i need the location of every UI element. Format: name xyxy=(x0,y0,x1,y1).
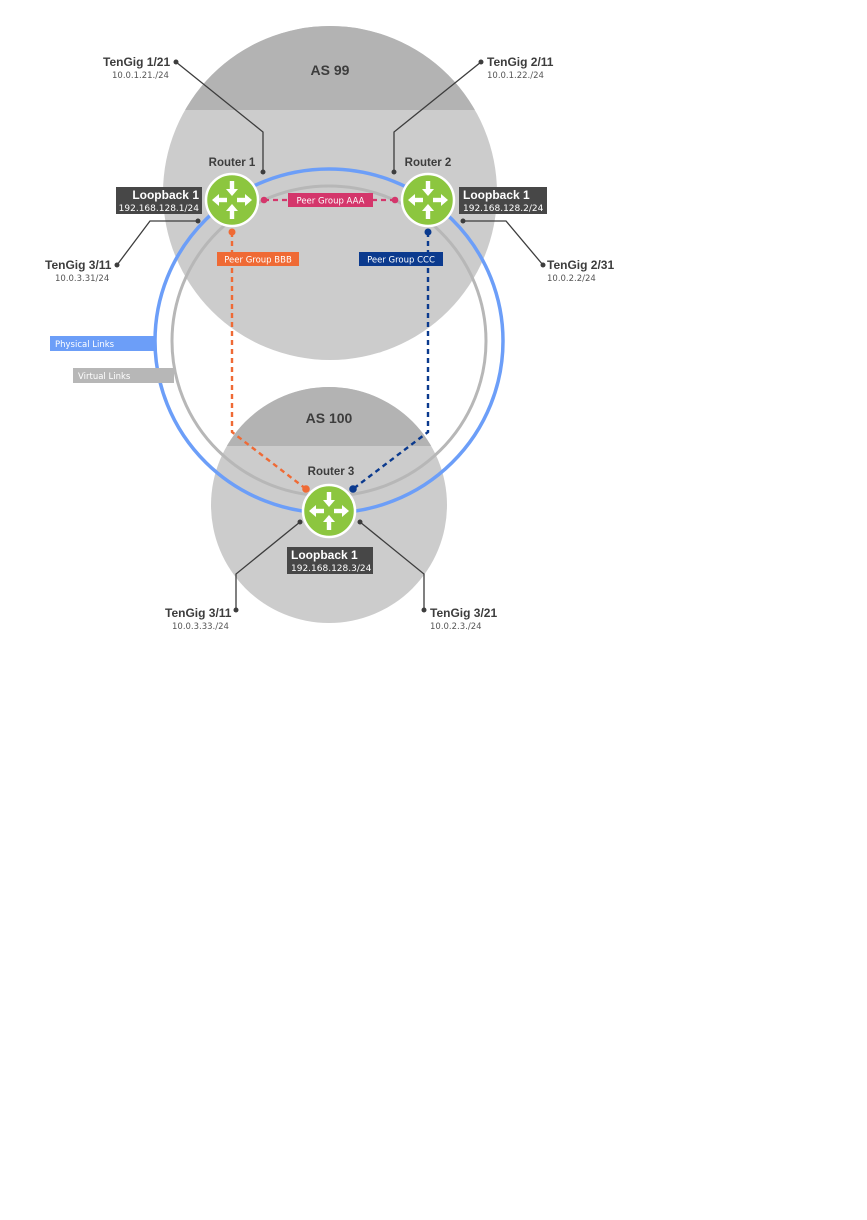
loopback-title: Loopback 1 xyxy=(132,188,199,202)
loopback-ip: 192.168.128.1/24 xyxy=(119,204,200,214)
loopback-ip: 192.168.128.2/24 xyxy=(463,204,544,214)
loopback-r2: Loopback 1 192.168.128.2/24 xyxy=(459,187,547,214)
legend-physical-label: Physical Links xyxy=(55,340,115,350)
interface-r2-side: TenGig 2/31 10.0.2.2/24 xyxy=(547,258,614,284)
legend-virtual-links: Virtual Links xyxy=(73,368,174,383)
loopback-title: Loopback 1 xyxy=(291,548,358,562)
interface-ip: 10.0.3.31/24 xyxy=(55,274,109,284)
peer-group-aaa-tag: Peer Group AAA xyxy=(288,193,373,207)
legend-physical-links: Physical Links xyxy=(50,336,154,351)
interface-r1-top: TenGig 1/21 10.0.1.21./24 xyxy=(103,55,170,81)
interface-name: TenGig 3/21 xyxy=(430,606,497,620)
interface-ip: 10.0.1.21./24 xyxy=(112,71,169,81)
router-2[interactable] xyxy=(400,172,456,228)
loopback-ip: 192.168.128.3/24 xyxy=(291,564,372,574)
peer-group-bbb-label: Peer Group BBB xyxy=(224,256,292,266)
peer-group-ccc-label: Peer Group CCC xyxy=(367,256,435,266)
router-3[interactable] xyxy=(301,483,357,539)
router-icon xyxy=(400,172,456,228)
interface-ip: 10.0.1.22./24 xyxy=(487,71,544,81)
interface-ip: 10.0.3.33./24 xyxy=(172,622,229,632)
peer-group-ccc-link xyxy=(349,228,432,493)
router-1[interactable] xyxy=(204,172,260,228)
interface-name: TenGig 2/31 xyxy=(547,258,614,272)
router-2-label: Router 2 xyxy=(405,157,452,169)
interface-ip: 10.0.2.2/24 xyxy=(547,274,596,284)
interface-leader-lines xyxy=(114,59,546,613)
as99-label: AS 99 xyxy=(311,62,350,78)
interface-r2-top: TenGig 2/11 10.0.1.22./24 xyxy=(487,55,554,81)
router-1-label: Router 1 xyxy=(209,157,256,169)
router-3-label: Router 3 xyxy=(308,466,355,478)
as100-label: AS 100 xyxy=(306,410,353,426)
interface-r1-side: TenGig 3/11 10.0.3.31/24 xyxy=(45,258,112,284)
interface-name: TenGig 1/21 xyxy=(103,55,170,69)
interface-name: TenGig 3/11 xyxy=(45,258,112,272)
interface-r3-left: TenGig 3/11 10.0.3.33./24 xyxy=(165,606,232,632)
loopback-r1: Loopback 1 192.168.128.1/24 xyxy=(116,187,202,214)
peer-group-ccc-tag: Peer Group CCC xyxy=(359,252,443,266)
loopback-r3: Loopback 1 192.168.128.3/24 xyxy=(287,547,373,574)
router-icon xyxy=(301,483,357,539)
interface-name: TenGig 3/11 xyxy=(165,606,232,620)
peer-group-aaa-label: Peer Group AAA xyxy=(297,197,365,207)
router-icon xyxy=(204,172,260,228)
interface-ip: 10.0.2.3./24 xyxy=(430,622,482,632)
interface-name: TenGig 2/11 xyxy=(487,55,554,69)
legend-virtual-label: Virtual Links xyxy=(78,372,131,382)
loopback-title: Loopback 1 xyxy=(463,188,530,202)
peer-group-bbb-tag: Peer Group BBB xyxy=(217,252,299,266)
peer-group-bbb-link xyxy=(228,228,310,493)
interface-r3-right: TenGig 3/21 10.0.2.3./24 xyxy=(430,606,497,632)
